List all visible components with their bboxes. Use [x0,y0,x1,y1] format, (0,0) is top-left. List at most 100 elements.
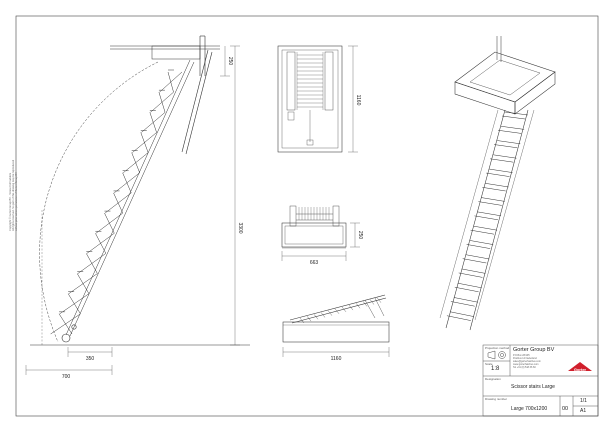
dim-top-length: 1160 [355,95,361,106]
iso-step [461,268,486,274]
isometric-view [439,36,556,331]
iso-step-edge [450,301,475,307]
iso-step-edge [501,115,526,120]
iso-step [504,111,529,116]
scissor-link [167,71,174,93]
scale-label: Scale [485,362,493,366]
front-view-slats [298,207,330,220]
scissor-link [77,273,90,294]
dim-front-width: 663 [310,260,319,266]
folded-mechanism [299,297,382,324]
iso-step [449,311,474,317]
sheet-value: 1/1 [580,398,587,404]
scissor-link [140,132,149,153]
iso-step-edge [454,286,479,293]
iso-step-edge [478,201,502,206]
fold-link [355,303,361,309]
company-address: P.O.Box 28/105 Postbus 14 Nederland sale… [513,354,541,370]
title-block-frame [482,344,599,417]
fold-link [306,316,312,322]
bottom-dimension-lines [282,347,390,357]
iso-step [465,254,490,260]
folded-side-view [282,294,390,343]
iso-step-edge [470,229,495,235]
logo-text: Gorter [573,367,587,372]
scissor-link [95,233,107,254]
address-line: Tel +31 (0) 518 36 60 [513,365,536,369]
scissor-link [131,152,140,173]
dim-side-inner-width: 350 [86,356,95,362]
iso-step [497,140,521,145]
top-dimension-lines [348,45,358,153]
scale-value: 1:8 [491,366,500,372]
iso-step [493,154,517,159]
fold-link [313,314,319,320]
drawing-number-label: Drawing number [485,397,508,401]
iso-step [457,282,482,289]
fold-link [334,308,340,314]
isometric-steps [446,111,529,321]
company-name: Gorter Group BV [513,347,555,353]
scissor-link [104,212,115,234]
iso-step [485,183,509,188]
scissor-link [67,293,81,314]
projection-label: Projection method [485,346,510,350]
scissor-link [58,313,73,335]
iso-step [489,168,513,173]
scissor-link [149,112,157,133]
dim-side-footprint: 700 [62,374,71,380]
side-view [30,35,250,346]
iso-step-edge [466,244,491,249]
dim-side-top: 250 [227,57,233,66]
fold-link [327,310,333,316]
address-line: P.O.Box 28/105 [513,354,530,357]
designation-label: Designation [485,377,501,381]
front-view [281,205,347,249]
scissor-link [86,253,98,274]
fold-link [299,317,305,324]
iso-step-edge [482,187,506,192]
dim-bottom-length: 1160 [331,356,342,362]
sheet-border [15,15,599,417]
designation-value: Scissor stairs Large [511,384,555,390]
iso-step-edge [446,315,471,321]
fold-link [320,312,326,318]
iso-step-edge [490,158,514,163]
fold-link [376,297,382,303]
fold-link [369,299,375,305]
projection-symbol-icon [487,350,506,360]
iso-step-edge [494,144,518,149]
iso-step-edge [458,272,483,278]
scissor-link [113,192,123,214]
front-dimension-lines [281,222,360,261]
paper-size-value: A1 [580,408,587,414]
iso-step [473,225,498,231]
dim-front-height: 250 [357,231,363,240]
iso-step-edge [486,172,510,177]
iso-step-edge [474,215,498,221]
address-line: www.gorterhatches.com [513,362,539,366]
fold-link [348,304,354,311]
scissor-mechanism-side [50,69,183,335]
logo-mark-icon [568,362,592,371]
iso-step-edge [498,130,522,134]
drawing-number-value: Large 700x1200 [511,406,548,412]
side-dimension-lines [25,45,240,375]
revision-value: 00 [562,406,569,412]
scissor-link [158,92,166,113]
dim-side-height: 3300 [237,222,243,233]
fold-link [362,301,368,307]
fold-link [341,306,347,313]
top-view [277,45,343,153]
scissor-link [122,172,132,194]
iso-step [453,297,478,303]
address-line: sales@gorterhatches.com [513,359,541,363]
address-line: Postbus 14 Nederland [513,356,537,360]
iso-step [481,197,505,202]
iso-step [477,211,501,217]
iso-step [469,240,494,245]
iso-step [501,126,525,130]
top-view-rungs [297,54,323,108]
